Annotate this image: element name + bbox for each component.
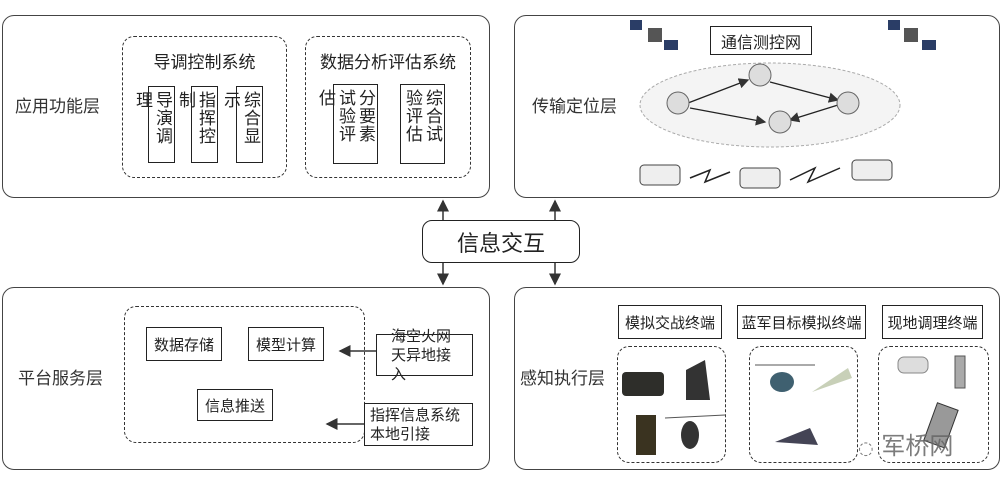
application-layer-label: 应用功能层 xyxy=(15,97,100,117)
vehicle-icons xyxy=(639,159,893,189)
director-item: 综合显示 xyxy=(220,86,263,163)
camera-icon xyxy=(897,356,929,374)
platform-layer-label: 平台服务层 xyxy=(18,369,103,389)
perception-layer xyxy=(514,287,1000,470)
model-compute-box: 模型计算 xyxy=(248,327,324,361)
info-push-box: 信息推送 xyxy=(197,389,273,421)
wechat-icon: ◌ xyxy=(858,438,874,459)
director-system-title: 导调控制系统 xyxy=(153,53,256,73)
watermark: ◌ 军桥网 xyxy=(858,426,953,461)
transmission-layer xyxy=(514,15,1000,198)
satellite-icon xyxy=(630,20,678,50)
helicopter-icon xyxy=(664,414,726,449)
network-label: 通信测控网 xyxy=(710,26,812,55)
soldier-icon xyxy=(686,360,710,400)
tablet-icon xyxy=(923,402,959,449)
cloud-icon xyxy=(639,62,901,148)
analysis-system-title: 数据分析评估系统 xyxy=(320,53,456,73)
terminal-label: 模拟交战终端 xyxy=(618,305,722,339)
terminal-label: 蓝军目标模拟终端 xyxy=(737,305,866,339)
director-item: 指挥控制 xyxy=(175,86,218,163)
director-item: 导演调理 xyxy=(132,86,175,163)
field-terminal-group xyxy=(878,346,989,463)
blue-force-terminal-group xyxy=(749,346,858,463)
handheld-icon xyxy=(954,355,966,389)
platform-services-group xyxy=(124,306,365,443)
analysis-item: 综合试验评估 xyxy=(400,84,445,164)
application-layer xyxy=(2,15,490,198)
armored-vehicle-icon xyxy=(622,372,664,396)
information-exchange-hub: 信息交互 xyxy=(422,220,580,263)
data-storage-box: 数据存储 xyxy=(146,327,222,361)
soldiers-icon xyxy=(636,415,656,455)
platform-layer xyxy=(2,287,490,470)
aircraft-icon xyxy=(775,428,818,445)
helicopter-icon xyxy=(755,364,815,392)
drone-icon xyxy=(812,368,852,392)
analysis-system-group xyxy=(305,36,471,178)
combat-terminal-group xyxy=(617,346,726,463)
director-system-group xyxy=(122,36,287,178)
analysis-item: 分要素试验评估 xyxy=(315,84,378,164)
remote-access-box: 海空火网天异地接入 xyxy=(376,327,473,383)
local-access-box: 指挥信息系统本地引接 xyxy=(364,403,473,446)
watermark-text: 军桥网 xyxy=(881,432,954,460)
perception-layer-label: 感知执行层 xyxy=(520,369,605,389)
terminal-label: 现地调理终端 xyxy=(882,305,983,339)
satellite-icon xyxy=(888,20,936,50)
transmission-layer-label: 传输定位层 xyxy=(532,97,617,117)
router-icons xyxy=(666,63,860,134)
